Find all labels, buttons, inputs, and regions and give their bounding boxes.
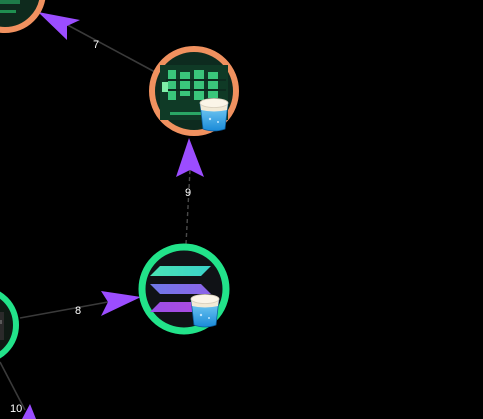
bucket-icon	[190, 294, 220, 328]
solana-logo-icon	[150, 266, 211, 312]
bucket-icon	[199, 98, 229, 132]
edge-line[interactable]	[0, 361, 26, 411]
edge-label: 9	[185, 187, 191, 199]
edge-arrow-icon	[38, 12, 80, 40]
edge-line[interactable]	[61, 21, 156, 73]
node-solana-token[interactable]	[138, 243, 230, 335]
node-left-token[interactable]	[0, 289, 19, 361]
edge-label: 10	[10, 403, 22, 415]
edge-arrow-icon	[101, 291, 141, 316]
edge-label: 8	[75, 305, 81, 317]
node-top-left-token[interactable]	[0, 0, 46, 33]
token-logo-icon	[0, 0, 20, 13]
edge-line[interactable]	[185, 169, 191, 245]
edge-label: 7	[93, 39, 99, 51]
edge-arrow-icon	[176, 138, 204, 177]
node-uses-token[interactable]	[149, 46, 239, 136]
edge-line[interactable]	[19, 301, 109, 319]
token-logo-icon	[0, 312, 4, 340]
edge-arrow-icon	[22, 404, 36, 419]
